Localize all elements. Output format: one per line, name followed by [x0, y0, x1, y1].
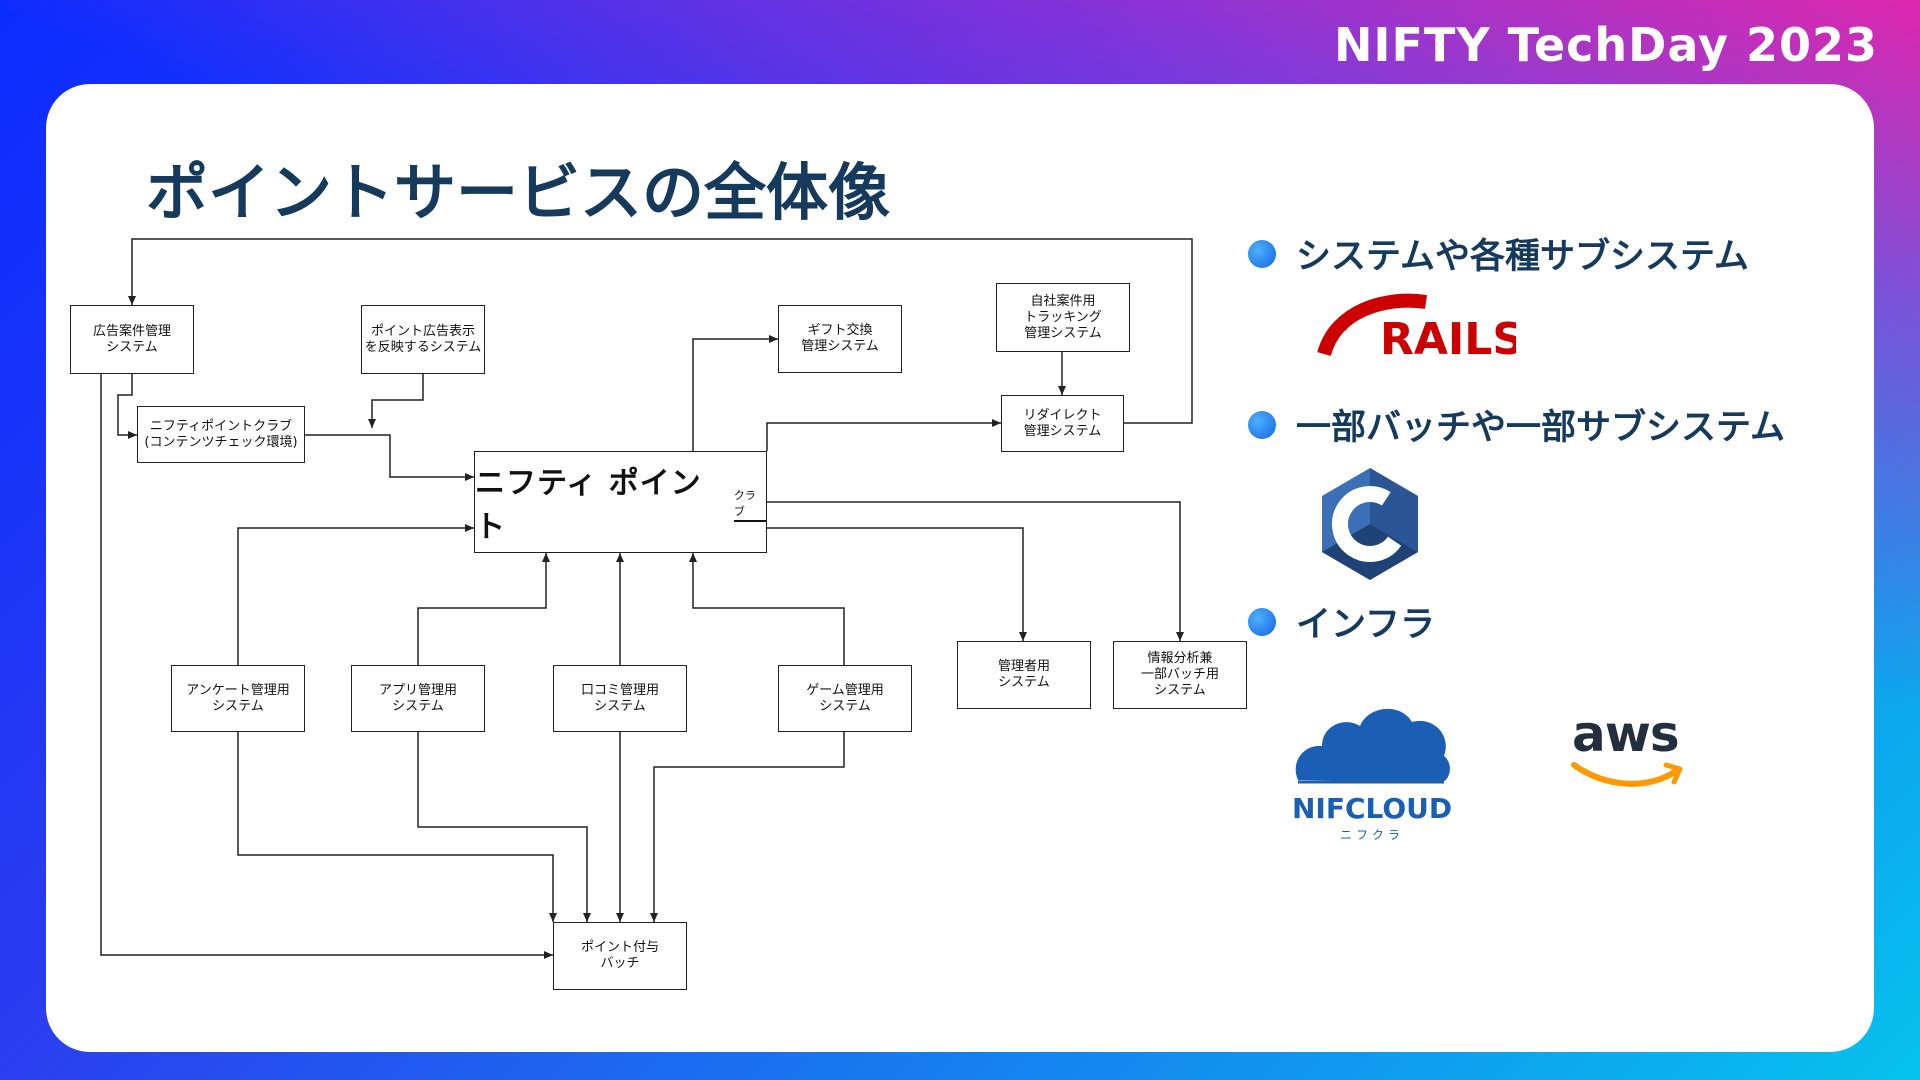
node-nifty-point-center: ニフティ ポイント クラブ: [474, 451, 767, 553]
node-ad-case-system: 広告案件管理 システム: [70, 305, 194, 374]
node-survey-system: アンケート管理用 システム: [171, 665, 305, 732]
aws-logo: aws: [1568, 705, 1688, 795]
cloud-icon: [1295, 708, 1450, 784]
node-gift-exchange: ギフト交換 管理システム: [778, 305, 902, 373]
bullet-systems: システムや各種サブシステム: [1248, 228, 1749, 279]
aws-smile-icon: [1571, 762, 1683, 787]
rails-icon: RAILS: [1317, 293, 1524, 365]
connector-survey-to-batch: [237, 732, 557, 922]
node-review-system: 口コミ管理用 システム: [553, 665, 687, 732]
bullet-infra: インフラ: [1248, 596, 1435, 647]
connector-ad-case-to-club: [117, 374, 137, 439]
bullet-dot-icon: [1248, 410, 1276, 439]
node-redirect: リダイレクト 管理システム: [1001, 395, 1124, 452]
slide-title: ポイントサービスの全体像: [146, 156, 891, 229]
rails-logo-text: RAILS: [1380, 314, 1516, 360]
c-language-icon: C: [1322, 468, 1418, 580]
connector-center-to-gift: [692, 335, 778, 451]
connector-survey-to-center: [237, 524, 474, 665]
brand-logo: NIFTY TechDay 2023: [1333, 18, 1878, 72]
connector-app-to-center: [417, 553, 550, 665]
node-app-system: アプリ管理用 システム: [351, 665, 485, 732]
node-point-ad-display-system: ポイント広告表示 を反映するシステム: [361, 305, 485, 374]
connector-ad-case-to-batch: [100, 374, 553, 959]
connector-club-to-center: [305, 434, 474, 481]
node-nifty-point-club: ニフティポイントクラブ (コンテンツチェック環境): [137, 406, 305, 463]
bullet-dot-icon: [1248, 607, 1276, 636]
bullet-batch: 一部バッチや一部サブシステム: [1248, 399, 1785, 450]
connector-center-to-analytics: [767, 501, 1184, 641]
connector-game-to-center: [689, 553, 845, 665]
node-point-batch: ポイント付与 バッチ: [553, 922, 687, 990]
connector-redirect-to-ad-case: [128, 238, 1193, 424]
center-node-sublabel: クラブ: [733, 487, 766, 522]
bullet-dot-icon: [1248, 239, 1276, 268]
node-analytics-system: 情報分析兼 一部バッチ用 システム: [1113, 641, 1247, 709]
node-own-tracking: 自社案件用 トラッキング 管理システム: [996, 283, 1130, 352]
connector-ad-display-to-club: [368, 374, 424, 428]
connector-center-to-redirect: [766, 419, 1001, 451]
slide-card: [46, 84, 1874, 1052]
node-admin-system: 管理者用 システム: [957, 641, 1091, 709]
connector-center-to-admin: [767, 527, 1027, 641]
nifcloud-logo-text: NIFCLOUD: [1292, 792, 1453, 825]
aws-logo-text: aws: [1572, 705, 1680, 763]
bullet-text: システムや各種サブシステム: [1296, 237, 1749, 277]
c-language-logo: C: [1318, 466, 1422, 582]
node-game-system: ゲーム管理用 システム: [778, 665, 912, 732]
nifcloud-logo: NIFCLOUD ニフクラ: [1292, 700, 1452, 845]
center-node-label: ニフティ ポイント: [475, 466, 702, 545]
bullet-text: 一部バッチや一部サブシステム: [1296, 408, 1785, 448]
bullet-text: インフラ: [1296, 605, 1435, 645]
connector-app-to-batch: [417, 732, 591, 922]
connector-game-to-batch: [650, 732, 845, 922]
rails-logo: RAILS: [1316, 290, 1524, 365]
nifcloud-logo-subtext: ニフクラ: [1339, 828, 1404, 842]
